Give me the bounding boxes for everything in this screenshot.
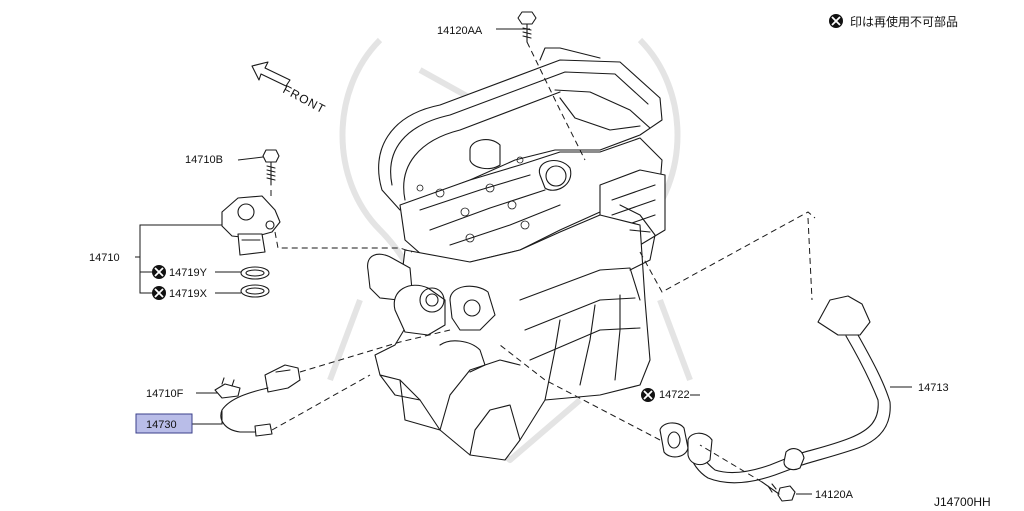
bolt-14710b — [262, 149, 280, 186]
assembly-dash-lines — [270, 41, 816, 483]
callout-highlight — [135, 413, 193, 434]
engine-assembly — [214, 11, 891, 502]
x-circle-icon — [152, 265, 166, 279]
x-circle-icon — [152, 286, 166, 300]
x-circle-icon — [829, 14, 843, 28]
tube-14713 — [687, 295, 891, 484]
non-reusable-note: 印は再使用不可部品 — [850, 14, 958, 29]
callout-14710b[interactable]: 14710B — [185, 154, 223, 166]
callout-14719x[interactable]: 14719X — [169, 288, 208, 300]
cam-sensor-14710 — [221, 195, 281, 256]
callout-14730[interactable]: 14730 — [146, 419, 177, 431]
bolt-14120a — [761, 481, 796, 502]
front-label: FRONT — [281, 82, 328, 116]
callout-14710[interactable]: 14710 — [89, 252, 120, 264]
o-ring-14719y — [240, 266, 270, 280]
diagram-code: J14700HH — [934, 495, 991, 509]
callout-14713[interactable]: 14713 — [918, 382, 949, 394]
callout-14719y[interactable]: 14719Y — [169, 267, 208, 279]
callout-14710f[interactable]: 14710F — [146, 388, 184, 400]
gasket-14722 — [659, 422, 689, 458]
bolt-14120aa — [517, 11, 537, 43]
callout-14120aa[interactable]: 14120AA — [437, 25, 483, 37]
leader-lines — [135, 28, 912, 495]
front-arrow-icon — [251, 61, 291, 87]
callout-14120a[interactable]: 14120A — [815, 489, 854, 501]
sensor-14730 — [220, 364, 301, 437]
o-ring-14719x — [240, 284, 270, 298]
clip-14710f — [214, 377, 241, 399]
x-circle-icon — [641, 388, 655, 402]
callout-14722[interactable]: 14722 — [659, 389, 690, 401]
